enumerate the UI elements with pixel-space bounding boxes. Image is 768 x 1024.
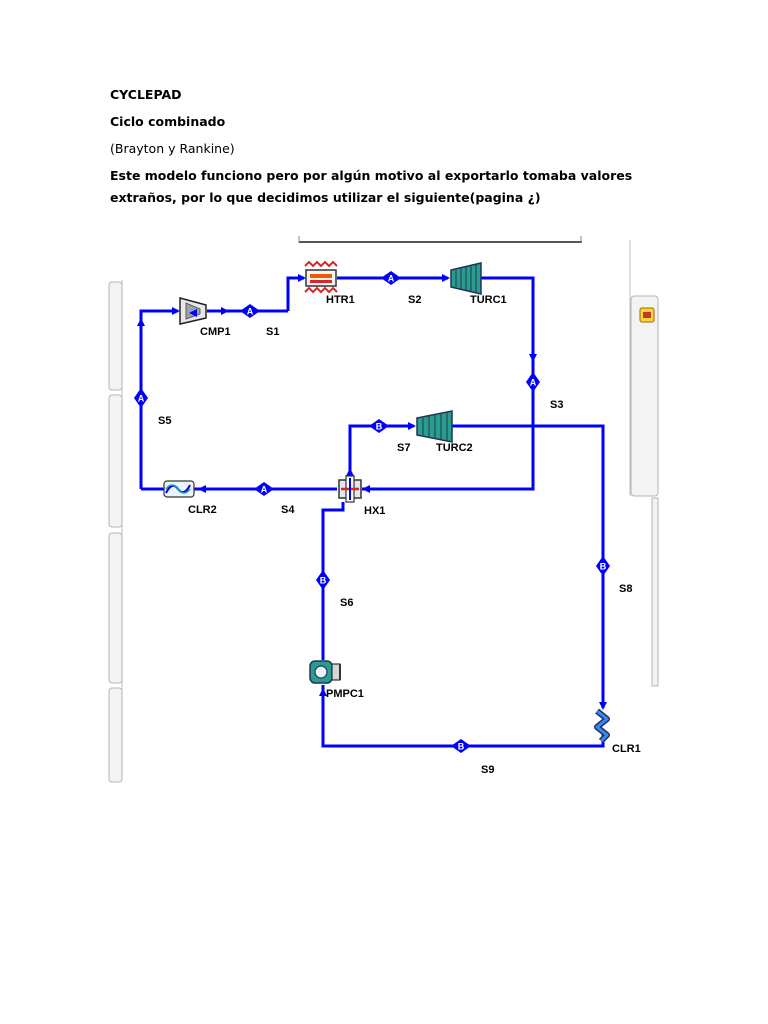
- left-panel-2: [108, 394, 123, 528]
- label-s6: S6: [340, 597, 353, 609]
- label-cmp1: CMP1: [200, 326, 231, 338]
- label-s7: S7: [397, 442, 410, 454]
- cooler-clr1[interactable]: [594, 708, 610, 744]
- turbine-turc2[interactable]: [416, 410, 453, 443]
- svg-text:A: A: [530, 378, 537, 388]
- turbine-turc1[interactable]: [450, 262, 482, 295]
- label-clr1: CLR1: [612, 743, 641, 755]
- stream-marker-s9[interactable]: B: [451, 739, 471, 753]
- cooler-clr2[interactable]: [163, 480, 195, 498]
- label-s5: S5: [158, 415, 171, 427]
- label-hx1: HX1: [364, 505, 385, 517]
- stream-markers: A A A A A B B B: [134, 271, 610, 753]
- label-turc2: TURC2: [436, 442, 473, 454]
- stream-marker-s5[interactable]: A: [134, 388, 148, 408]
- label-htr1: HTR1: [326, 294, 355, 306]
- label-s3: S3: [550, 399, 563, 411]
- svg-text:A: A: [261, 485, 268, 495]
- svg-text:A: A: [138, 394, 145, 404]
- document-subtitle-cycles: (Brayton y Rankine): [110, 141, 235, 156]
- label-s9: S9: [481, 764, 494, 776]
- stream-marker-s7[interactable]: B: [369, 419, 389, 433]
- stream-marker-s4[interactable]: A: [254, 482, 274, 496]
- svg-text:B: B: [600, 562, 607, 572]
- flame-icon: [304, 260, 338, 268]
- left-panel-4: [108, 687, 123, 783]
- stream-marker-s1[interactable]: A: [240, 304, 260, 318]
- document-title: CYCLEPAD: [110, 87, 182, 102]
- left-panel-3: [108, 532, 123, 684]
- heat-exchanger-hx1[interactable]: [338, 475, 362, 503]
- label-pmpc1: PMPC1: [326, 688, 364, 700]
- label-s1: S1: [266, 326, 279, 338]
- label-s8: S8: [619, 583, 632, 595]
- svg-text:A: A: [388, 274, 395, 284]
- label-s2: S2: [408, 294, 421, 306]
- svg-text:A: A: [247, 307, 254, 317]
- label-turc1: TURC1: [470, 294, 507, 306]
- label-s4: S4: [281, 504, 295, 516]
- right-panel-1: [630, 295, 659, 497]
- stream-marker-s3[interactable]: A: [526, 372, 540, 392]
- document-paragraph: Este modelo funciono pero por algún moti…: [110, 168, 633, 205]
- stream-labels: S1 S2 S3 S4 S5 S6 S7 S8 S9: [158, 294, 632, 776]
- pump-pmpc1[interactable]: [309, 660, 341, 684]
- svg-text:B: B: [376, 422, 383, 432]
- compressor-arrow-icon: [189, 309, 197, 317]
- document-subtitle: Ciclo combinado: [110, 114, 226, 129]
- window-fragments: [108, 236, 659, 783]
- svg-text:B: B: [458, 742, 465, 752]
- svg-text:B: B: [320, 576, 327, 586]
- stream-marker-s8[interactable]: B: [596, 556, 610, 576]
- right-panel-2: [651, 497, 659, 687]
- compressor-cmp1[interactable]: [179, 297, 207, 325]
- stream-marker-s6[interactable]: B: [316, 570, 330, 590]
- left-panel-1: [108, 281, 123, 391]
- heater-htr1[interactable]: [304, 260, 338, 294]
- stream-marker-s2[interactable]: A: [381, 271, 401, 285]
- label-clr2: CLR2: [188, 504, 217, 516]
- component-labels: CMP1 HTR1 TURC1 TURC2 HX1 CLR2 PMPC1 CLR…: [188, 294, 641, 755]
